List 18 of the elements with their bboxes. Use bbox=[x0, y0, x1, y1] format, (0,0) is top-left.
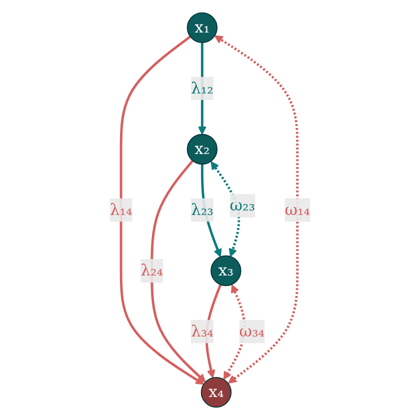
node-circle: x₂ bbox=[186, 134, 218, 165]
arrow bbox=[214, 35, 299, 384]
arrow bbox=[120, 36, 204, 385]
edge-label: λ₂₃ bbox=[191, 200, 214, 219]
edge-label: λ₂₄ bbox=[140, 260, 164, 280]
edge-label: λ₁₄ bbox=[110, 200, 132, 219]
edge-label: ω₃₄ bbox=[239, 322, 265, 340]
node-circle: x₁ bbox=[186, 12, 218, 44]
arrow bbox=[150, 160, 206, 382]
edge-label: λ₁₂ bbox=[191, 78, 214, 98]
arrow bbox=[201, 164, 222, 258]
edge-label: ω₂₃ bbox=[230, 196, 256, 214]
edge-label: ω₁₄ bbox=[284, 200, 310, 219]
node-circle: x₃ bbox=[210, 255, 242, 286]
node-circle: x₄ bbox=[200, 376, 232, 408]
edge-label: λ₃₄ bbox=[191, 322, 214, 340]
arrow bbox=[205, 284, 222, 378]
arrow bbox=[198, 42, 207, 135]
